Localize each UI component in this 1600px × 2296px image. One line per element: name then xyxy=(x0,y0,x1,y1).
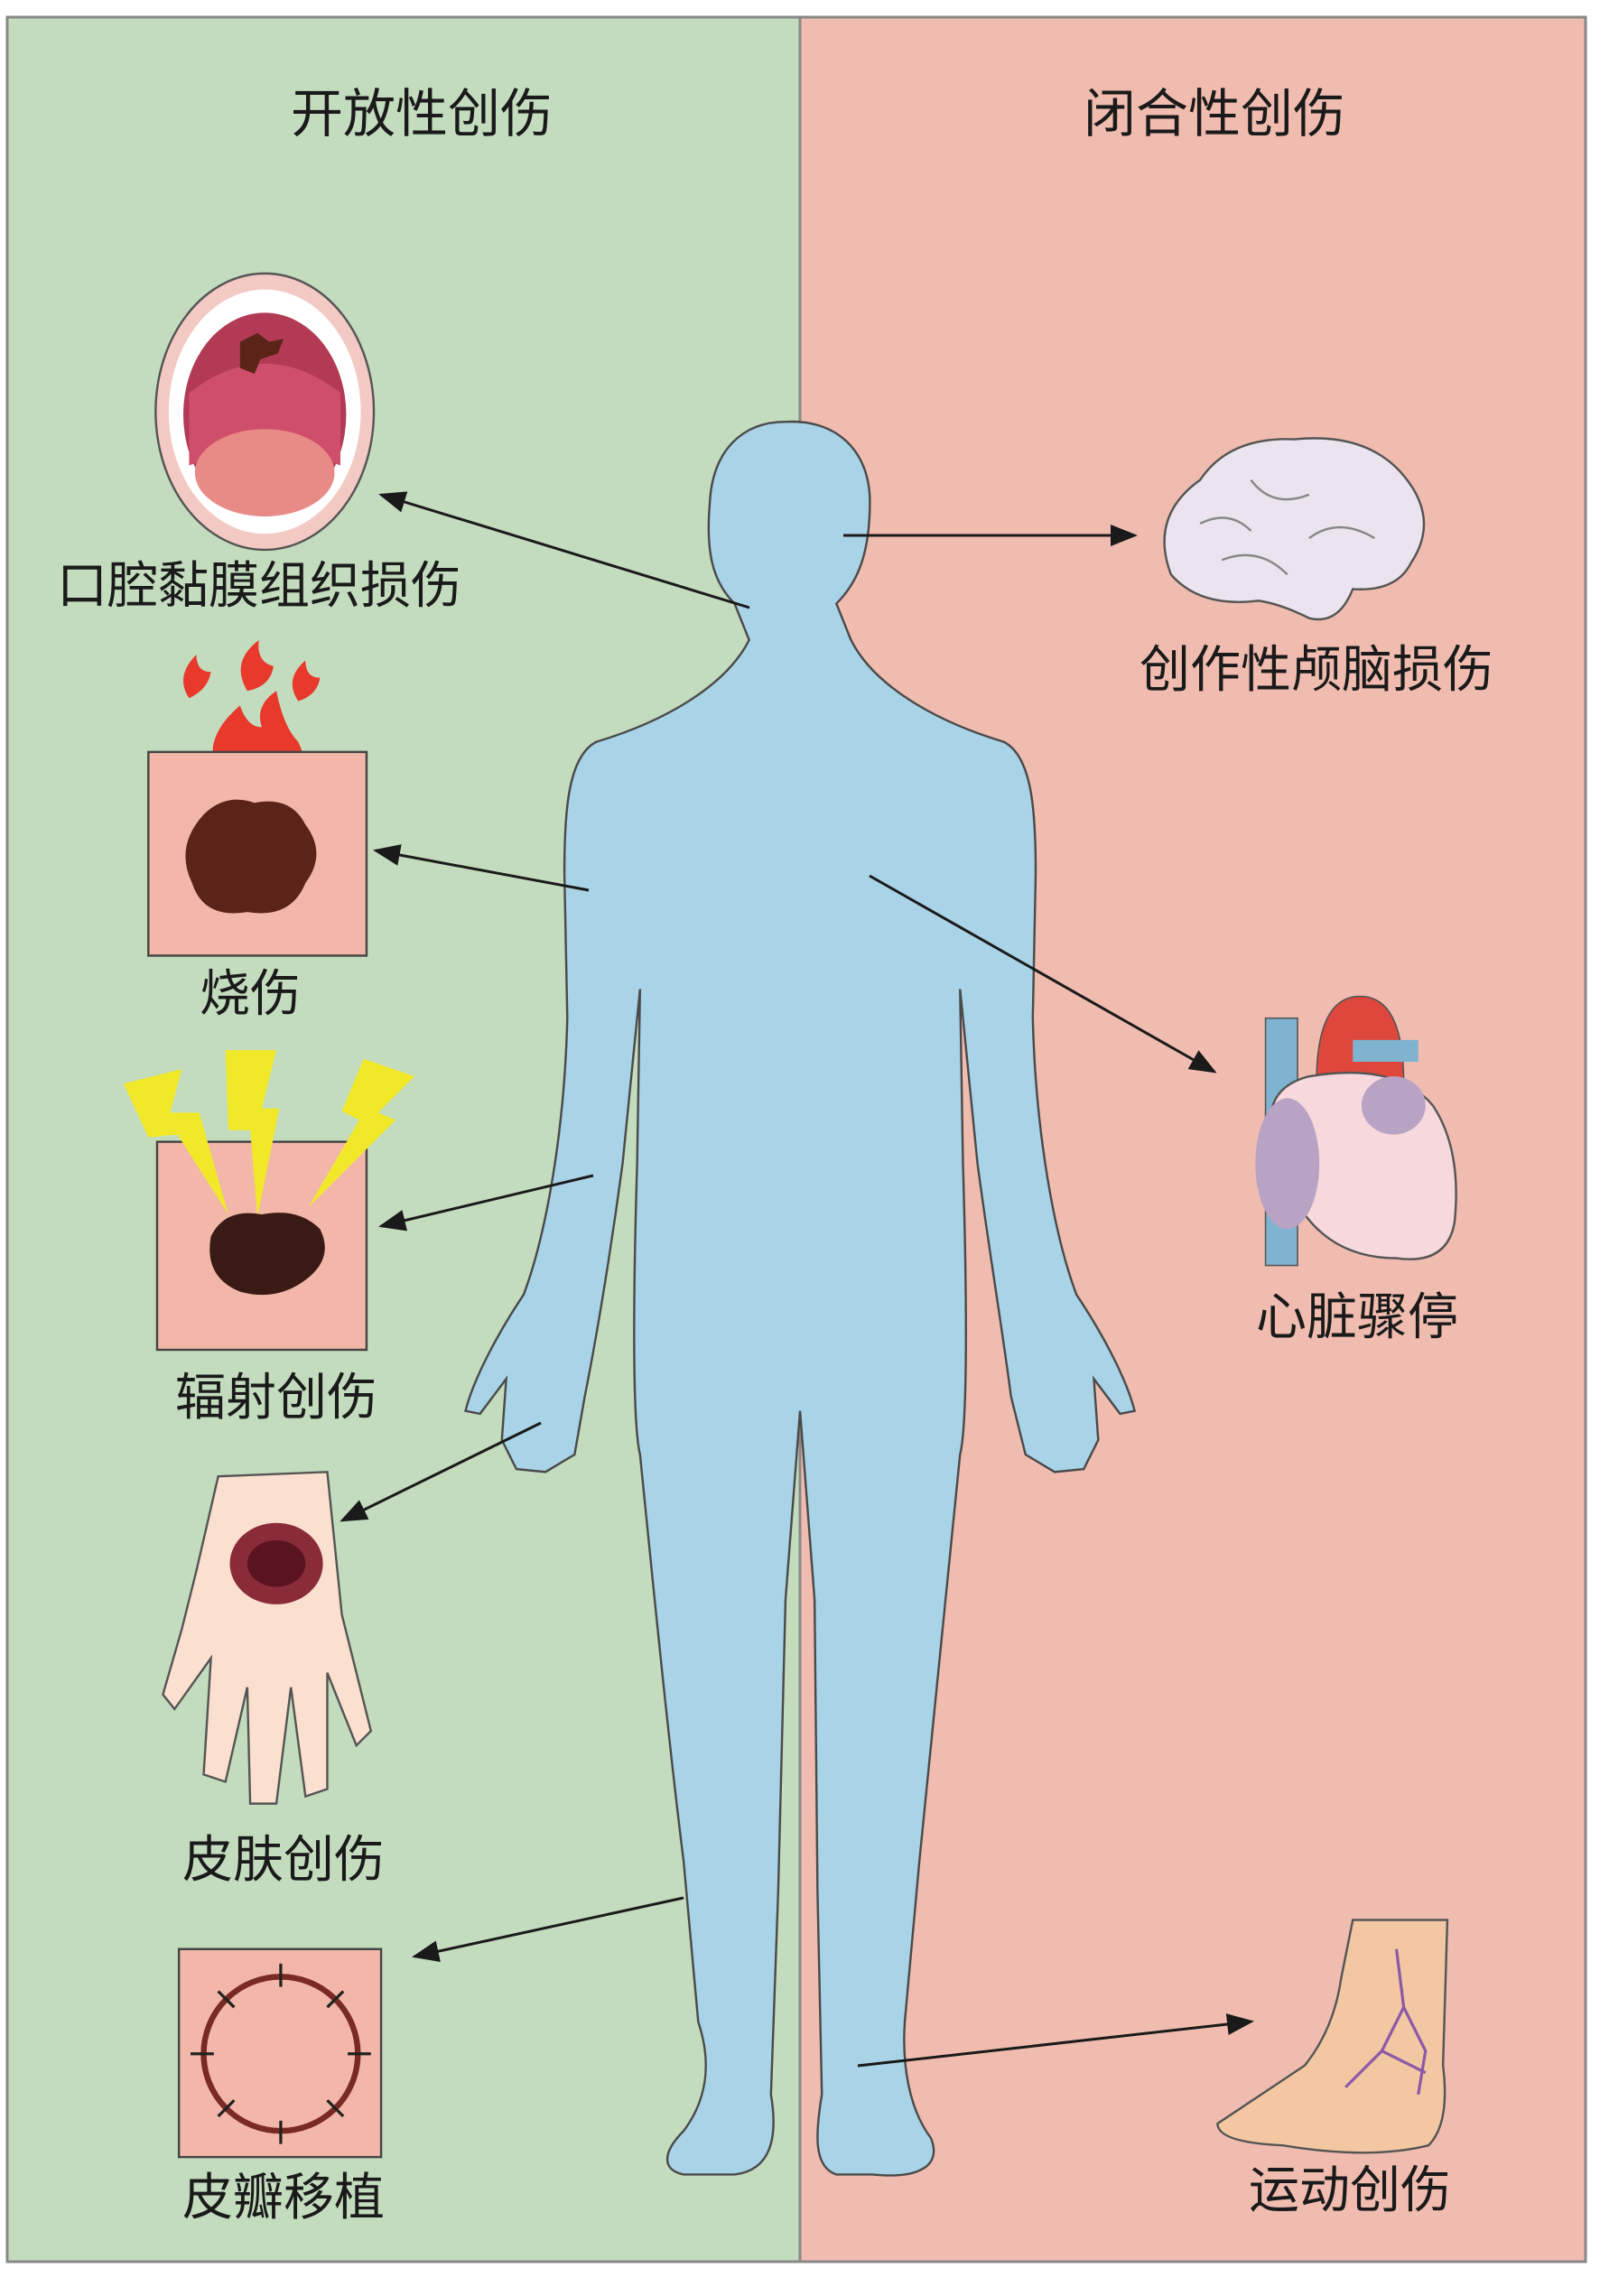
arrow-to-mouth xyxy=(378,491,750,609)
label-oral-mucosa-injury: 口腔黏膜组织损伤 xyxy=(57,557,461,616)
skin-flap-icon xyxy=(177,1947,383,2159)
label-radiation-injury: 辐射创伤 xyxy=(175,1369,377,1427)
label-skin-flap-graft: 皮瓣移植 xyxy=(182,2169,385,2227)
label-burn: 烧伤 xyxy=(200,965,301,1024)
closed-wounds-title: 闭合性创伤 xyxy=(1084,83,1345,144)
arrow-to-skin xyxy=(340,1421,542,1522)
brain-icon xyxy=(1163,437,1426,621)
radiation-burn-icon xyxy=(123,1050,415,1352)
arrow-to-heart xyxy=(869,874,1217,1074)
open-wounds-title: 开放性创伤 xyxy=(291,83,553,144)
arrow-to-burn xyxy=(373,844,590,892)
label-sports-injury: 运动创伤 xyxy=(1249,2161,1451,2220)
label-traumatic-brain-injury: 创作性颅脑损伤 xyxy=(1140,641,1493,700)
arrows xyxy=(340,491,1254,2068)
human-body-silhouette xyxy=(464,420,1137,2177)
hand-wound-icon xyxy=(162,1471,373,1805)
frame-border xyxy=(5,15,1587,2263)
arrow-to-flap xyxy=(412,1896,684,1962)
foot-icon xyxy=(1216,1919,1449,2154)
open-mouth-icon xyxy=(154,272,376,552)
arrow-to-radiation xyxy=(378,1174,594,1232)
arrow-to-foot xyxy=(857,2013,1254,2068)
label-skin-wound: 皮肤创伤 xyxy=(182,1831,385,1890)
burn-icon xyxy=(147,639,368,957)
heart-icon xyxy=(1255,995,1457,1267)
label-cardiac-arrest: 心脏骤停 xyxy=(1256,1288,1458,1347)
